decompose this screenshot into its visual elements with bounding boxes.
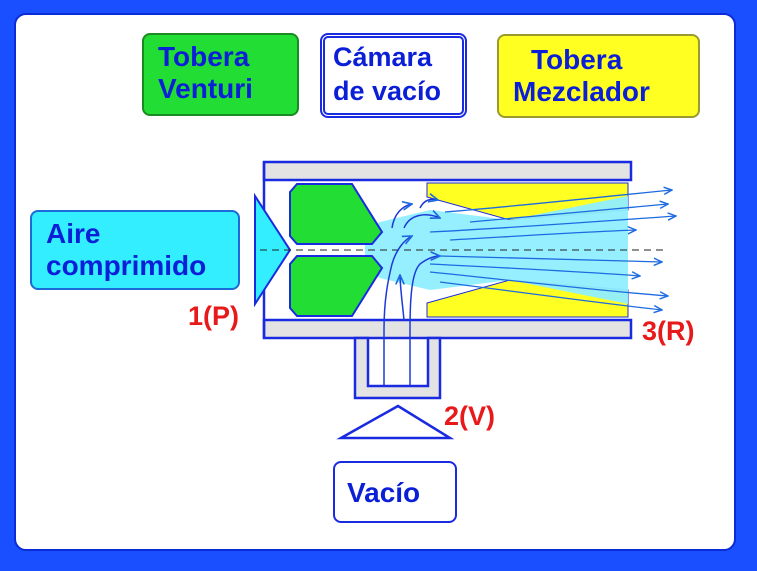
suction-arrow-1 [383,236,412,385]
legend-tobera-mezclador: Tobera Mezclador [497,34,700,118]
suction-arrow-2 [409,256,440,385]
legend-mezclador-line-1: Tobera [531,44,623,75]
flow-arrow-5 [439,255,662,262]
vacuum-port-pipe [353,336,442,400]
housing-top-wall [262,160,633,182]
vacuum-source-triangle [336,404,455,440]
port-label-3: 3(R) [642,316,695,346]
aire-comprimido-label: Aire comprimido [30,210,240,290]
flow-arrow-4 [449,230,636,241]
legend-venturi-line-1: Tobera [158,41,250,72]
aire-line-1: Aire [46,218,101,249]
flow-arrow-8 [439,281,662,310]
venturi-nozzle-top [289,183,384,245]
suction-arrow-3 [400,275,404,321]
flow-arrow-3 [429,216,676,233]
air-jet-stream [365,196,628,304]
legend-camara-line-1: Cámara [333,42,433,72]
flow-arrow-1 [444,190,672,213]
housing-bottom-wall [262,318,633,340]
legend-camara-line-2: de vacío [333,76,442,106]
port-label-2: 2(V) [444,401,496,431]
legend-camara-vacio: Cámara de vacío [320,33,467,118]
suction-arrow-6 [419,199,438,209]
flow-arrow-6 [429,263,640,276]
legend-mezclador-line-2: Mezclador [513,76,650,107]
suction-arrow-4 [391,204,412,229]
legend-tobera-venturi: Tobera Venturi [142,33,299,116]
port-label-1: 1(P) [188,301,240,331]
vacio-text: Vacío [347,477,421,508]
legend-venturi-line-2: Venturi [158,73,253,104]
suction-arrow-5 [403,215,440,229]
flow-arrow-2 [469,204,668,223]
flow-arrow-7 [429,271,668,296]
vacio-label: Vacío [333,461,457,523]
venturi-nozzle-bottom [289,255,384,317]
aire-line-2: comprimido [46,250,207,281]
